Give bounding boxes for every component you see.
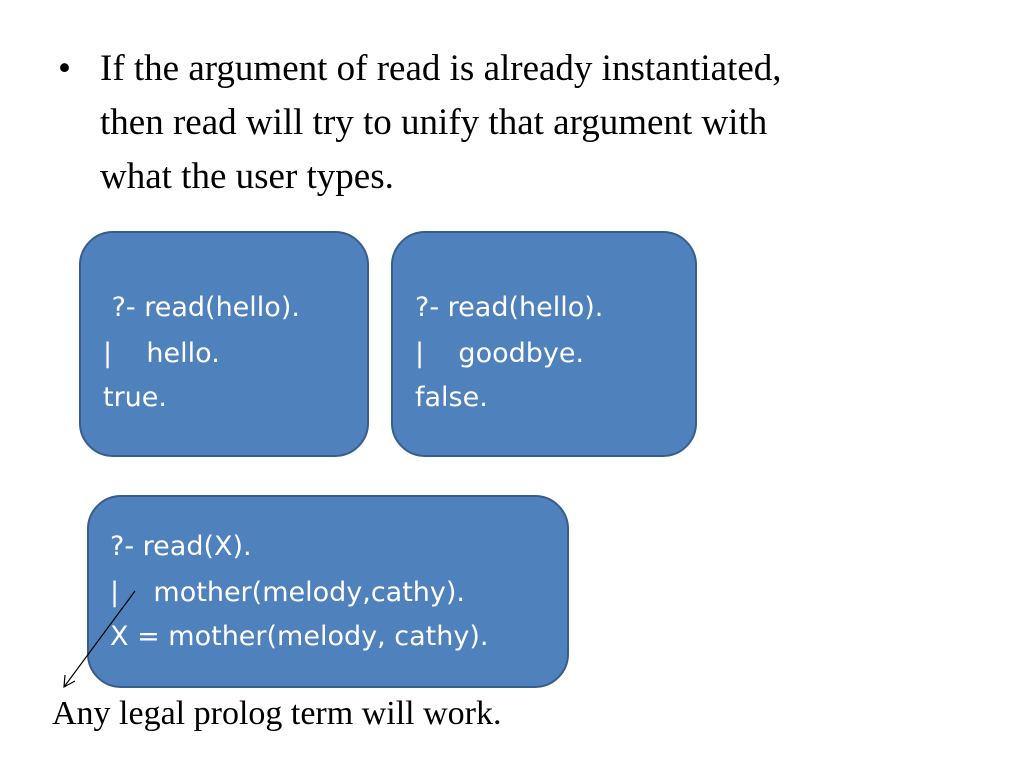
query-line: ?- read(X). <box>110 531 252 562</box>
example-box-read-hello-true: ?- read(hello). | hello. true. <box>79 231 369 457</box>
example-box-read-variable: ?- read(X). | mother(melody,cathy). X = … <box>87 495 569 688</box>
result-line: true. <box>103 382 167 413</box>
example-box-read-hello-false: ?- read(hello). | goodbye. false. <box>391 231 697 457</box>
query-line: ?- read(hello). <box>103 292 300 323</box>
caption-text: Any legal prolog term will work. <box>52 695 502 732</box>
query-line: ?- read(hello). <box>415 292 604 323</box>
input-line: | mother(melody,cathy). <box>110 577 466 608</box>
input-line: | hello. <box>103 338 220 369</box>
bullet-text: If the argument of read is already insta… <box>100 48 782 197</box>
bullet-dot: • <box>58 48 71 89</box>
input-line: | goodbye. <box>415 338 585 369</box>
result-line: false. <box>415 382 488 413</box>
result-line: X = mother(melody, cathy). <box>110 621 489 652</box>
